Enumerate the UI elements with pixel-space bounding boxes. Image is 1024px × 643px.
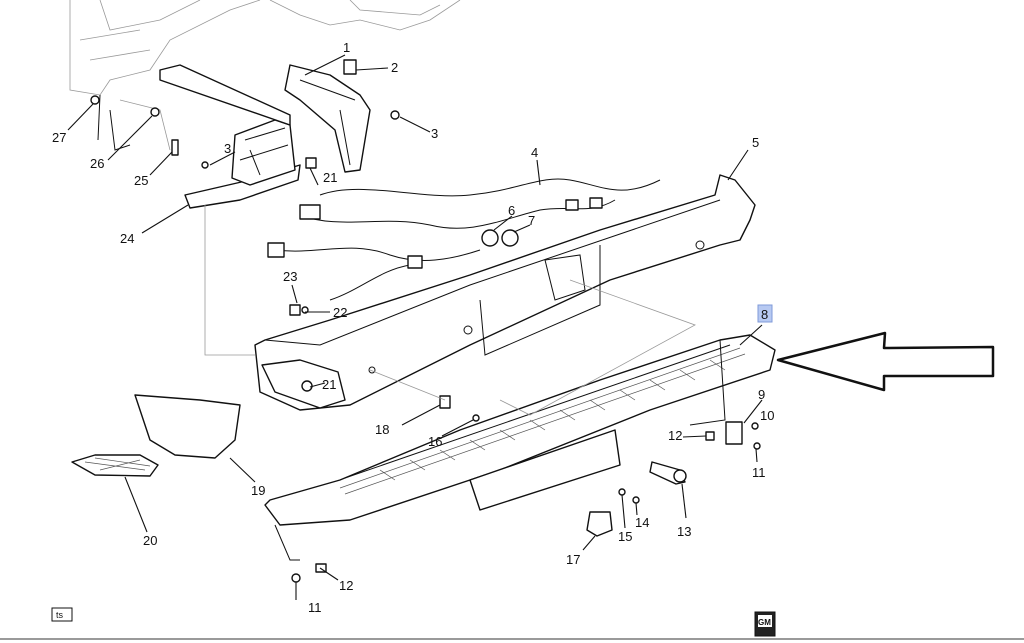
callout-8-highlight <box>757 304 773 323</box>
leader-lines <box>67 54 763 600</box>
callout-5: 5 <box>752 135 759 150</box>
bottom-divider <box>0 638 1024 640</box>
callout-3a: 3 <box>431 126 438 141</box>
callouts: 1 2 3 3 4 5 6 7 8 9 10 11 11 12 12 13 14… <box>52 40 774 615</box>
ts-badge: ts <box>51 607 73 622</box>
callout-17: 17 <box>566 552 580 567</box>
callout-20: 20 <box>143 533 157 548</box>
hardware <box>90 59 761 583</box>
callout-3b: 3 <box>224 141 231 156</box>
callout-14: 14 <box>635 515 649 530</box>
callout-16: 16 <box>428 434 442 449</box>
callout-11b: 11 <box>308 600 322 615</box>
callout-25: 25 <box>134 173 148 188</box>
tow-bracket <box>159 64 301 209</box>
callout-2: 2 <box>391 60 398 75</box>
callout-27: 27 <box>52 130 66 145</box>
gm-logo: GM <box>754 611 776 637</box>
callout-15: 15 <box>618 529 632 544</box>
end-cap <box>134 394 241 459</box>
step-pad <box>264 334 776 561</box>
callout-8: 8 <box>761 307 768 322</box>
callout-10: 10 <box>760 408 774 423</box>
pointer-arrow <box>776 331 995 392</box>
callout-12b: 12 <box>339 578 353 593</box>
step-pad-ribs <box>379 359 726 481</box>
callout-24: 24 <box>120 231 134 246</box>
gm-logo-label: GM <box>758 618 771 627</box>
callout-9: 9 <box>758 387 765 402</box>
callout-18: 18 <box>375 422 389 437</box>
vehicle-frame <box>69 0 461 151</box>
callout-26: 26 <box>90 156 104 171</box>
ts-badge-label: ts <box>56 610 64 620</box>
callout-23: 23 <box>283 269 297 284</box>
wiring-harness <box>267 178 661 301</box>
step-grille <box>71 454 159 477</box>
callout-11a: 11 <box>752 465 766 480</box>
callout-1: 1 <box>343 40 350 55</box>
callout-21b: 21 <box>322 377 336 392</box>
callout-12a: 12 <box>668 428 682 443</box>
callout-21a: 21 <box>323 170 337 185</box>
callout-6: 6 <box>508 203 515 218</box>
callout-7: 7 <box>528 213 535 228</box>
alignment-lines <box>204 205 696 416</box>
callout-4: 4 <box>531 145 538 160</box>
upper-bracket <box>284 64 371 173</box>
callout-19: 19 <box>251 483 265 498</box>
callout-13: 13 <box>677 524 691 539</box>
callout-22: 22 <box>333 305 347 320</box>
